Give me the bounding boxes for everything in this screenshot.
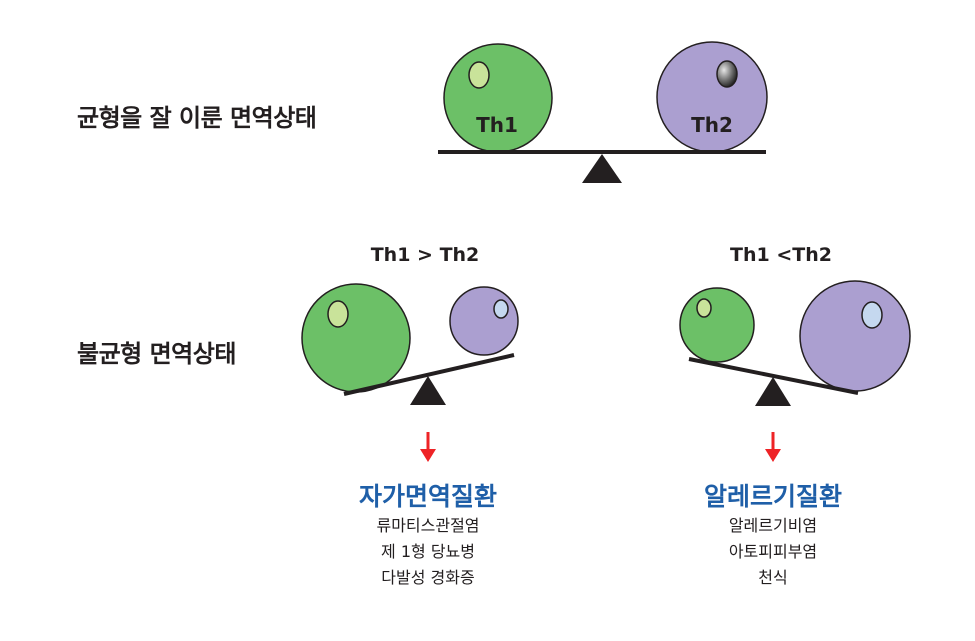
th2-nucleus-large: [861, 301, 883, 329]
disease-item: 천식: [758, 568, 788, 587]
imbalanced-state-label: 불균형 면역상태: [77, 340, 236, 368]
disease-item: 다발성 경화증: [381, 568, 475, 587]
seesaw-beam-right: [688, 357, 859, 395]
th2-nucleus-small: [493, 299, 509, 319]
th1-nucleus-small: [696, 298, 712, 318]
th2-cell-large: [799, 280, 911, 392]
allergic-disease-block: 알레르기질환 알레르기비염 아토피피부염 천식: [704, 481, 842, 591]
balanced-seesaw: Th1 Th2: [438, 41, 768, 183]
autoimmune-disease-block: 자가면역질환 류마티스관절염 제 1형 당뇨병 다발성 경화증: [359, 481, 497, 591]
disease-item: 제 1형 당뇨병: [381, 542, 475, 561]
disease-item: 아토피피부염: [728, 542, 818, 561]
th1-cell-small: [679, 287, 755, 363]
th1-nucleus-balanced: [468, 61, 490, 89]
th1-cell-large: [301, 283, 411, 393]
comparison-label-right: Th1 <Th2: [730, 244, 832, 266]
balanced-state-label: 균형을 잘 이룬 면역상태: [77, 104, 317, 132]
seesaw-th2-dominant: [679, 280, 911, 462]
th1-nucleus-large: [327, 300, 349, 328]
disease-item: 류마티스관절염: [376, 516, 480, 535]
seesaw-fulcrum-balanced: [582, 154, 622, 183]
seesaw-fulcrum-right: [755, 377, 791, 406]
arrow-down-icon-right: [765, 449, 781, 462]
th2-label-balanced: Th2: [691, 113, 733, 137]
allergic-title: 알레르기질환: [703, 482, 843, 511]
arrow-down-icon-left: [420, 449, 436, 462]
th1-label-balanced: Th1: [476, 113, 518, 137]
th2-cell-small: [449, 286, 519, 356]
seesaw-th1-dominant: [301, 283, 519, 462]
comparison-label-left: Th1 > Th2: [370, 244, 480, 266]
disease-item: 알레르기비염: [728, 516, 818, 535]
seesaw-beam-left: [343, 353, 515, 396]
seesaw-fulcrum-left: [410, 376, 446, 405]
th2-nucleus-balanced: [716, 60, 738, 88]
autoimmune-title: 자가면역질환: [358, 482, 498, 511]
